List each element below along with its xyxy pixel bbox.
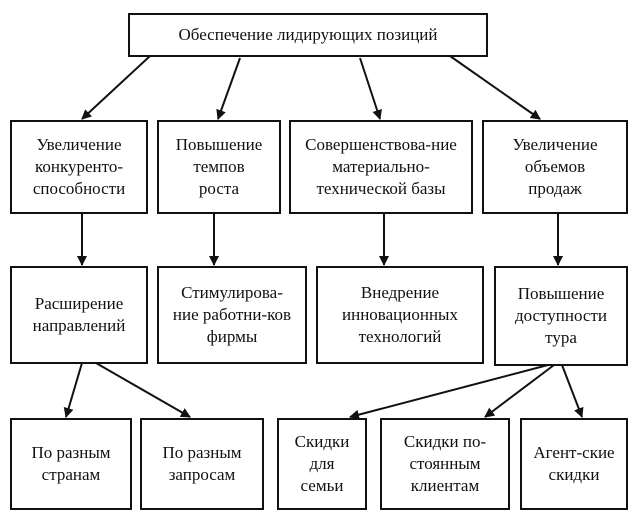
detail-box-countries: По разным странам (10, 418, 132, 510)
goal-box-growth: Повышение темпов роста (157, 120, 281, 214)
measure-label-expansion: Расширение направлений (32, 294, 126, 335)
goal-label-growth: Повышение темпов роста (175, 135, 263, 198)
measure-box-expansion: Расширение направлений (10, 266, 148, 364)
arrow-accessibility-to-family-discount (349, 364, 549, 420)
detail-box-family-discount: Скидки для семьи (277, 418, 367, 510)
arrow-title-to-material-base (359, 57, 382, 120)
top-goal-label: Обеспечение лидирующих позиций (178, 25, 438, 44)
detail-box-agent-discount: Агент-ские скидки (520, 418, 628, 510)
arrow-expansion-to-countries (63, 362, 83, 418)
detail-label-loyal-discount: Скидки по-стоянным клиентам (403, 432, 487, 495)
detail-label-requests: По разным запросам (162, 443, 242, 484)
detail-box-requests: По разным запросам (140, 418, 264, 510)
goal-box-competitiveness: Увеличение конкуренто-способности (10, 120, 148, 214)
goal-box-sales: Увеличение объемов продаж (482, 120, 628, 214)
top-goal-box: Обеспечение лидирующих позиций (128, 13, 488, 57)
arrow-title-to-competitiveness (81, 55, 151, 120)
goal-label-material-base: Совершенствова-ние материально-техническ… (305, 135, 457, 198)
measure-box-innovation: Внедрение инновационных технологий (316, 266, 484, 364)
arrow-title-to-sales (449, 55, 541, 120)
detail-label-agent-discount: Агент-ские скидки (533, 443, 615, 484)
arrow-accessibility-to-loyal-discount (484, 364, 555, 418)
goal-label-sales: Увеличение объемов продаж (512, 135, 598, 198)
measure-box-motivation: Стимулирова-ние работни-ков фирмы (157, 266, 307, 364)
arrow-expansion-to-requests (95, 362, 191, 418)
measure-label-accessibility: Повышение доступности тура (514, 284, 607, 347)
measure-label-motivation: Стимулирова-ние работни-ков фирмы (172, 283, 292, 346)
arrow-accessibility-to-agent-discount (561, 364, 584, 418)
measure-label-innovation: Внедрение инновационных технологий (342, 283, 458, 346)
detail-label-family-discount: Скидки для семьи (294, 432, 350, 495)
detail-label-countries: По разным странам (31, 443, 111, 484)
arrow-title-to-growth (216, 57, 241, 120)
detail-box-loyal-discount: Скидки по-стоянным клиентам (380, 418, 510, 510)
goal-box-material-base: Совершенствова-ние материально-техническ… (289, 120, 473, 214)
goal-label-competitiveness: Увеличение конкуренто-способности (32, 135, 126, 198)
measure-box-accessibility: Повышение доступности тура (494, 266, 628, 366)
